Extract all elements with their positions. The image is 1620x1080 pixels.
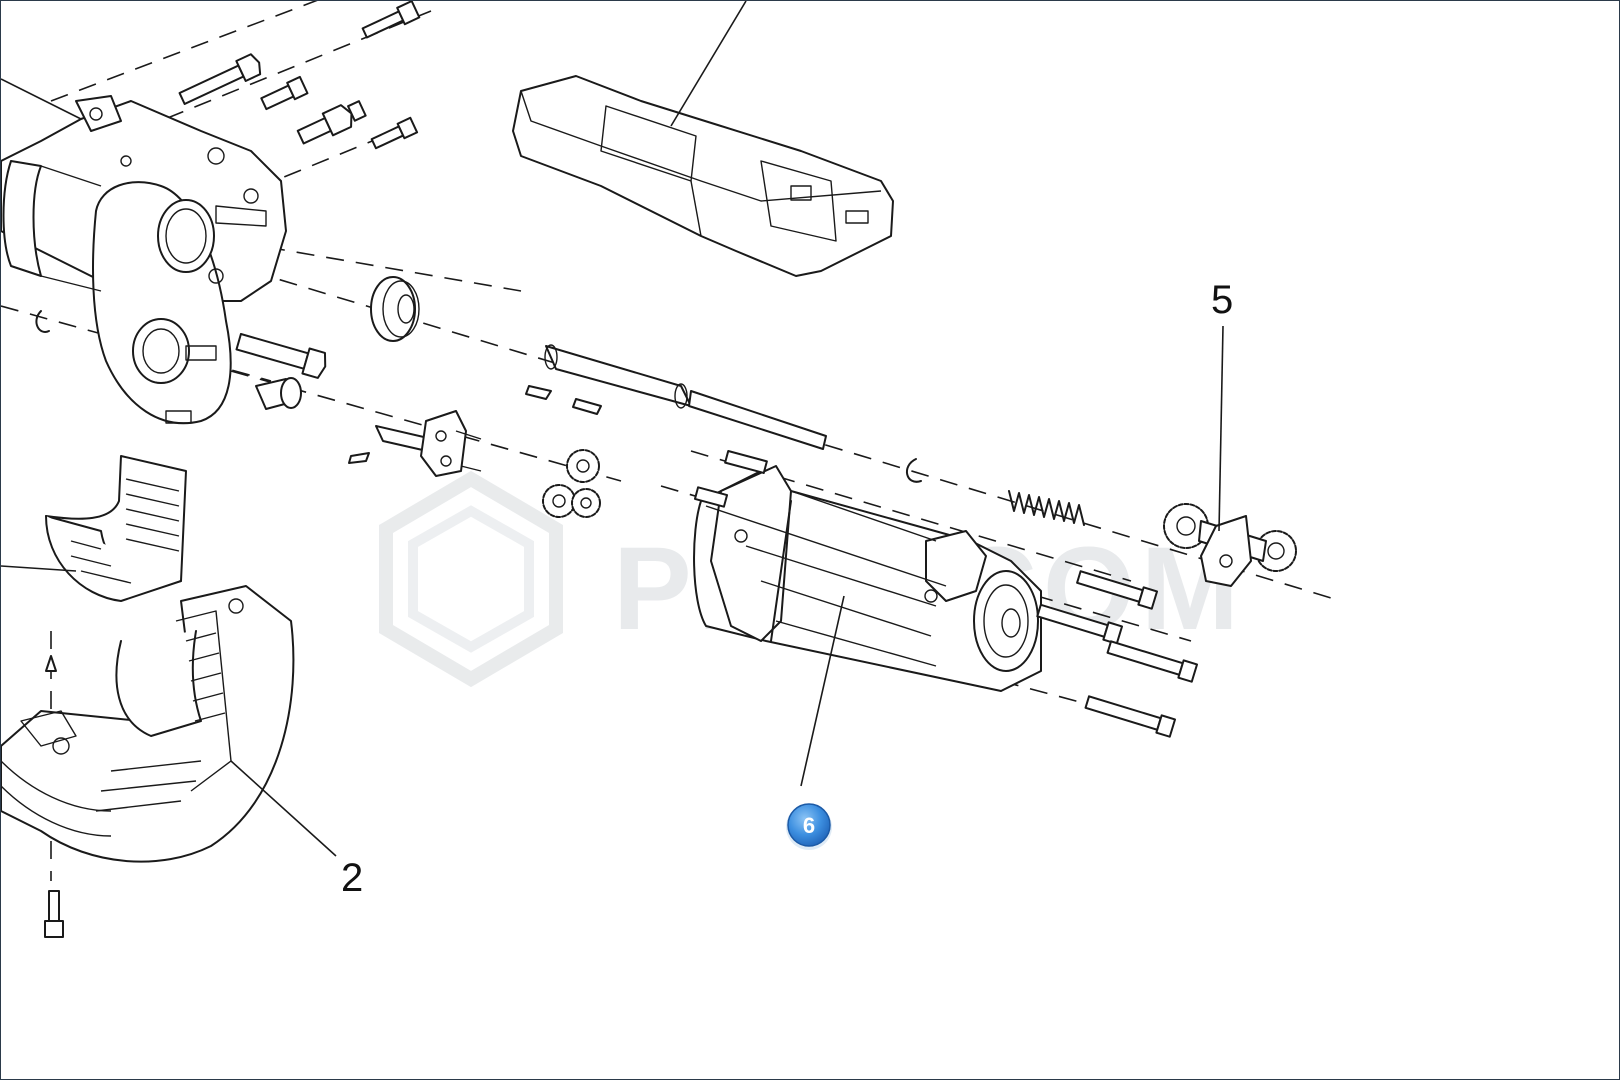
motor-bolts bbox=[1036, 570, 1199, 738]
spring bbox=[1008, 490, 1085, 526]
planet-gears bbox=[542, 449, 601, 518]
ring-gear-housing bbox=[1, 585, 337, 863]
drive-shaft bbox=[525, 344, 827, 450]
callout-6-badge[interactable]: 6 bbox=[786, 803, 832, 850]
screw bbox=[178, 53, 262, 105]
bearing bbox=[370, 276, 420, 342]
callout-2: 2 bbox=[341, 856, 363, 900]
bolt bbox=[1106, 640, 1199, 683]
bottom-screw bbox=[44, 655, 64, 938]
gearbox-housing bbox=[1, 95, 287, 425]
housing-screws bbox=[178, 1, 421, 150]
leader-lines bbox=[1, 78, 1224, 787]
bolt bbox=[1084, 695, 1177, 738]
control-box-cover bbox=[512, 1, 894, 277]
gear-carrier bbox=[348, 410, 482, 477]
screw bbox=[361, 1, 421, 39]
nut-fitting bbox=[296, 100, 367, 145]
bolt bbox=[235, 333, 327, 379]
bushing bbox=[255, 377, 302, 410]
gear-shaft-assembly bbox=[1163, 503, 1297, 587]
callout-5: 5 bbox=[1211, 278, 1233, 322]
screw bbox=[370, 116, 419, 150]
screw bbox=[260, 75, 309, 111]
electric-motor bbox=[693, 450, 1042, 692]
circlip bbox=[35, 310, 922, 483]
bolt bbox=[1076, 570, 1159, 610]
perforated-cover bbox=[1, 455, 187, 602]
watermark-hexagon-icon bbox=[379, 470, 563, 688]
callout-6-label: 6 bbox=[803, 813, 815, 838]
